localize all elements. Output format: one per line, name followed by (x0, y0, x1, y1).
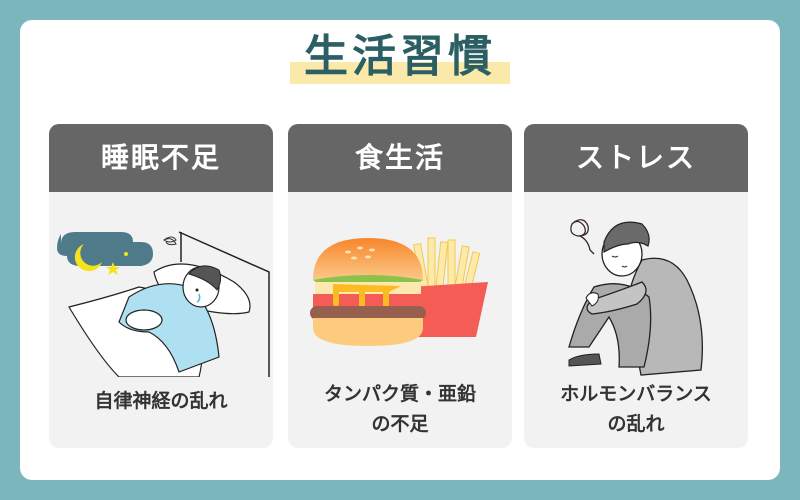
column-stress: ストレス ホルモンバランス の乱れ (524, 124, 748, 448)
burger-and-fries-icon (288, 202, 512, 377)
column-heading: 食生活 (288, 124, 512, 192)
column-sleep-deprivation: 睡眠不足 自律神経の乱れ (49, 124, 273, 448)
column-heading: 睡眠不足 (49, 124, 273, 192)
title-area: 生活習慣 (0, 28, 800, 86)
column-caption: 自律神経の乱れ (94, 390, 228, 412)
title-highlight (290, 62, 510, 84)
stressed-man-sitting-icon (524, 202, 748, 377)
column-diet: 食生活 (288, 124, 512, 448)
column-caption: ホルモンバランス の乱れ (560, 383, 712, 435)
sleepless-man-in-bed-icon (49, 202, 273, 378)
column-caption: タンパク質・亜鉛 の不足 (323, 383, 476, 435)
column-heading: ストレス (524, 124, 748, 192)
page-title: 生活習慣 (290, 28, 510, 86)
